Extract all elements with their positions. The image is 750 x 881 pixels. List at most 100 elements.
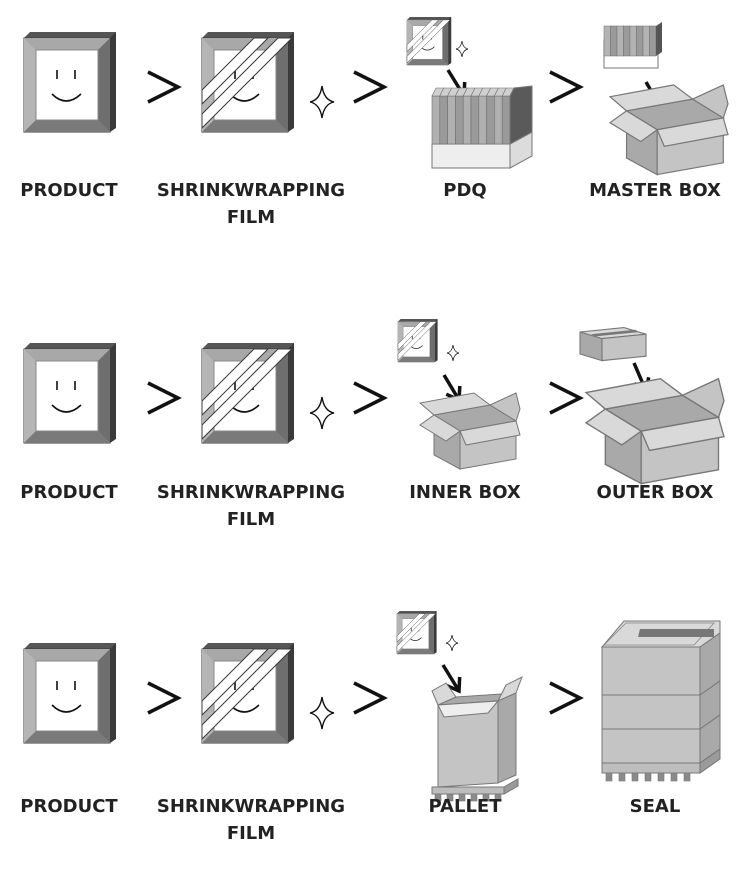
arrow-head — [445, 676, 462, 694]
pdq-side-wall — [509, 85, 533, 145]
mini-wrapped-frame — [396, 611, 437, 655]
pallet-box-side — [497, 692, 517, 784]
pdq-product — [447, 95, 456, 145]
pdq-product — [431, 95, 441, 145]
sparkle-icon — [446, 344, 460, 362]
flap-front — [640, 416, 725, 452]
label-shrinkwrapping-film: SHRINKWRAPPING FILM — [156, 180, 346, 228]
closed-box-front — [601, 333, 647, 362]
frame-side — [288, 343, 294, 443]
frame-bevel-bottom — [202, 120, 288, 132]
pallet-leg — [458, 793, 466, 802]
label-master-box: MASTER BOX — [589, 180, 721, 201]
frame-side — [434, 319, 438, 362]
master-product — [649, 25, 657, 57]
picture-panel — [35, 49, 99, 121]
frame-bevel-right — [98, 349, 110, 443]
master-product — [616, 25, 624, 57]
sparkle-icon — [309, 396, 335, 430]
pallet-leg — [683, 772, 691, 782]
frame-bevel-right — [98, 649, 110, 743]
product-frame — [23, 32, 116, 133]
sparkle-icon — [455, 40, 469, 58]
mini-wrapped-frame — [406, 17, 452, 66]
sparkle-shape — [309, 696, 335, 730]
frame-side — [110, 32, 116, 132]
stack-tier-front — [601, 728, 701, 764]
shrinkwrap-stripe — [397, 321, 438, 361]
flap-right — [691, 84, 729, 119]
sparkle-icon — [309, 85, 335, 119]
flap-front — [459, 420, 521, 446]
flap-left — [419, 414, 461, 442]
seal-tape — [638, 629, 714, 637]
tape-strip — [591, 329, 640, 337]
pdq-product — [486, 95, 495, 145]
sparkle-icon — [445, 634, 459, 652]
shrinkwrap-stripe — [201, 648, 270, 717]
shrinkwrapped-frame — [201, 32, 294, 133]
label-outer-box: OUTER BOX — [596, 482, 714, 503]
shrinkwrap-stripe — [201, 348, 270, 417]
frame-bevel-top — [202, 349, 288, 361]
frame-bevel-bottom — [24, 731, 110, 743]
label-seal: SEAL — [629, 796, 681, 817]
step-chevron — [353, 70, 388, 104]
frame-bevel-bottom — [24, 431, 110, 443]
arrow-shaft — [441, 664, 461, 692]
pallet-leg — [631, 772, 639, 782]
master-product — [636, 25, 644, 57]
step-chevron — [147, 681, 182, 715]
frame-bevel-right — [442, 19, 449, 65]
stack-tier-front — [601, 646, 701, 696]
mini-wrapped-frame — [397, 319, 438, 363]
frame-bevel-right — [276, 38, 288, 132]
pallet-deck-side — [503, 778, 519, 795]
pdq-product — [494, 95, 503, 145]
frame-bevel-bottom — [202, 731, 288, 743]
outer-box — [584, 377, 725, 485]
shrinkwrap-stripe — [406, 19, 440, 53]
frame-side — [288, 32, 294, 132]
pallet-leg — [605, 772, 613, 782]
smiley-mouth — [51, 404, 82, 413]
frame-bevel-left — [24, 349, 36, 443]
shrinkwrap-stripe — [201, 348, 294, 441]
master-product — [642, 25, 650, 57]
step-chevron — [549, 381, 584, 415]
frame-side — [110, 643, 116, 743]
pdq-product — [455, 95, 464, 145]
frame-bevel-top — [202, 649, 288, 661]
stack-tier-front — [601, 694, 701, 730]
picture-panel — [35, 660, 99, 732]
flap-back — [418, 392, 492, 416]
shrinkwrapped-frame — [201, 643, 294, 744]
flap-right — [488, 392, 521, 422]
pdq-product — [470, 95, 480, 145]
pallet-leg — [644, 772, 652, 782]
frame-bevel-left — [24, 38, 36, 132]
master-tray-side — [656, 22, 662, 56]
master-product — [629, 25, 637, 57]
frame-bevel-top — [407, 19, 449, 26]
pdq-product — [478, 95, 487, 145]
pdq-product — [462, 95, 472, 145]
frame-bevel-top — [24, 349, 110, 361]
frame-bevel-right — [428, 613, 434, 654]
shrinkwrap-stripe — [406, 19, 451, 64]
step-chevron — [147, 381, 182, 415]
pallet-leg — [470, 793, 478, 802]
flap-left — [584, 408, 643, 446]
sealed-pallet — [600, 620, 721, 782]
shrinkwrap-stripe — [396, 613, 437, 653]
sparkle-shape — [309, 396, 335, 430]
frame-bevel-bottom — [24, 120, 110, 132]
frame-bevel-right — [98, 38, 110, 132]
flap-back — [608, 84, 695, 112]
pdq-product — [439, 95, 448, 145]
pallet-leg — [494, 793, 502, 802]
pdq-base-front — [431, 143, 511, 169]
sparkle-shape — [309, 85, 335, 119]
